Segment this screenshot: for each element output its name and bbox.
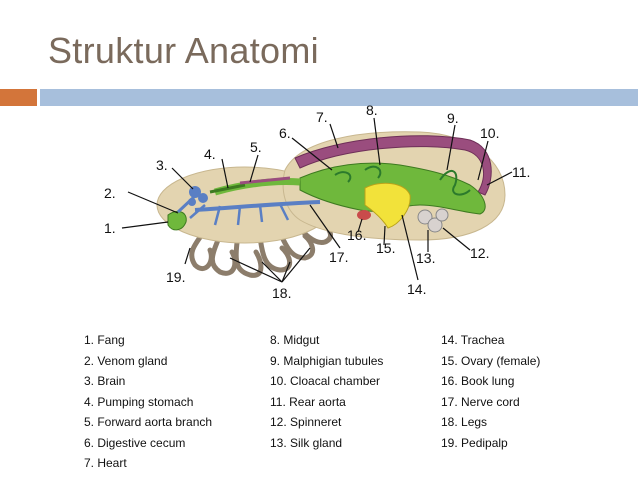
book-lung <box>357 210 371 220</box>
slide-title: Struktur Anatomi <box>48 30 319 71</box>
legend-item: 18. Legs <box>441 415 488 429</box>
callout-16: 16. <box>347 227 366 243</box>
forward-aorta <box>239 176 291 185</box>
callout-9: 9. <box>447 110 459 126</box>
heart <box>294 135 492 196</box>
fang <box>167 211 187 231</box>
callout-11: 11. <box>512 164 530 180</box>
callout-14: 14. <box>407 281 426 297</box>
legend-item: 13. Silk gland <box>270 435 343 450</box>
legend-column-1: 1. Fang 2. Venom gland 3. Brain 4. Pumpi… <box>84 333 212 477</box>
legend-item: 17. Nerve cord <box>441 394 520 409</box>
callout-7: 7. <box>316 109 328 125</box>
legend-item: 8. Midgut <box>270 333 320 347</box>
callout-17: 17. <box>329 249 348 265</box>
callout-8: 8. <box>366 102 378 118</box>
pumping-stomach <box>209 183 246 194</box>
callout-5: 5. <box>250 139 262 155</box>
legend-item: 5. Forward aorta branch <box>84 415 213 429</box>
spinneret <box>417 208 449 233</box>
legend-item: 11. Rear aorta <box>270 394 346 409</box>
brain <box>188 186 208 206</box>
legend-item: 4. Pumping stomach <box>84 394 194 409</box>
callout-1: 1. <box>104 220 116 236</box>
accent-bar-blue <box>40 89 638 106</box>
legend-column-3: 14. Trachea 15. Ovary (female) 16. Book … <box>441 333 540 456</box>
callout-12: 12. <box>470 245 489 261</box>
legend-item: 7. Heart <box>84 456 127 470</box>
callout-19: 19. <box>166 269 185 285</box>
callout-18: 18. <box>272 285 291 301</box>
legend-item: 19. Pedipalp <box>441 435 508 450</box>
callout-2: 2. <box>104 185 116 201</box>
legend-item: 1. Fang <box>84 333 125 347</box>
legend-item: 15. Ovary (female) <box>441 353 541 368</box>
malphigian-tubules <box>439 170 471 196</box>
legend-item: 6. Digestive cecum <box>84 435 186 450</box>
legend-column-2: 8. Midgut 9. Malphigian tubules 10. Cloa… <box>270 333 383 456</box>
nerve-cord <box>194 200 321 212</box>
legend-item: 9. Malphigian tubules <box>270 353 384 368</box>
legend-item: 14. Trachea <box>441 333 505 347</box>
callout-15: 15. <box>376 240 395 256</box>
legend-item: 16. Book lung <box>441 374 515 388</box>
venom-gland <box>176 194 197 214</box>
legend-item: 3. Brain <box>84 374 126 388</box>
callout-3: 3. <box>156 157 168 173</box>
legend-item: 10. Cloacal chamber <box>270 374 381 388</box>
accent-bar-orange <box>0 89 37 106</box>
ovary <box>364 182 411 229</box>
callout-4: 4. <box>204 146 216 162</box>
legend-item: 12. Spinneret <box>270 415 342 429</box>
callout-6: 6. <box>279 125 291 141</box>
callout-10: 10. <box>480 125 499 141</box>
legend-item: 2. Venom gland <box>84 353 168 368</box>
callout-13: 13. <box>416 250 435 266</box>
